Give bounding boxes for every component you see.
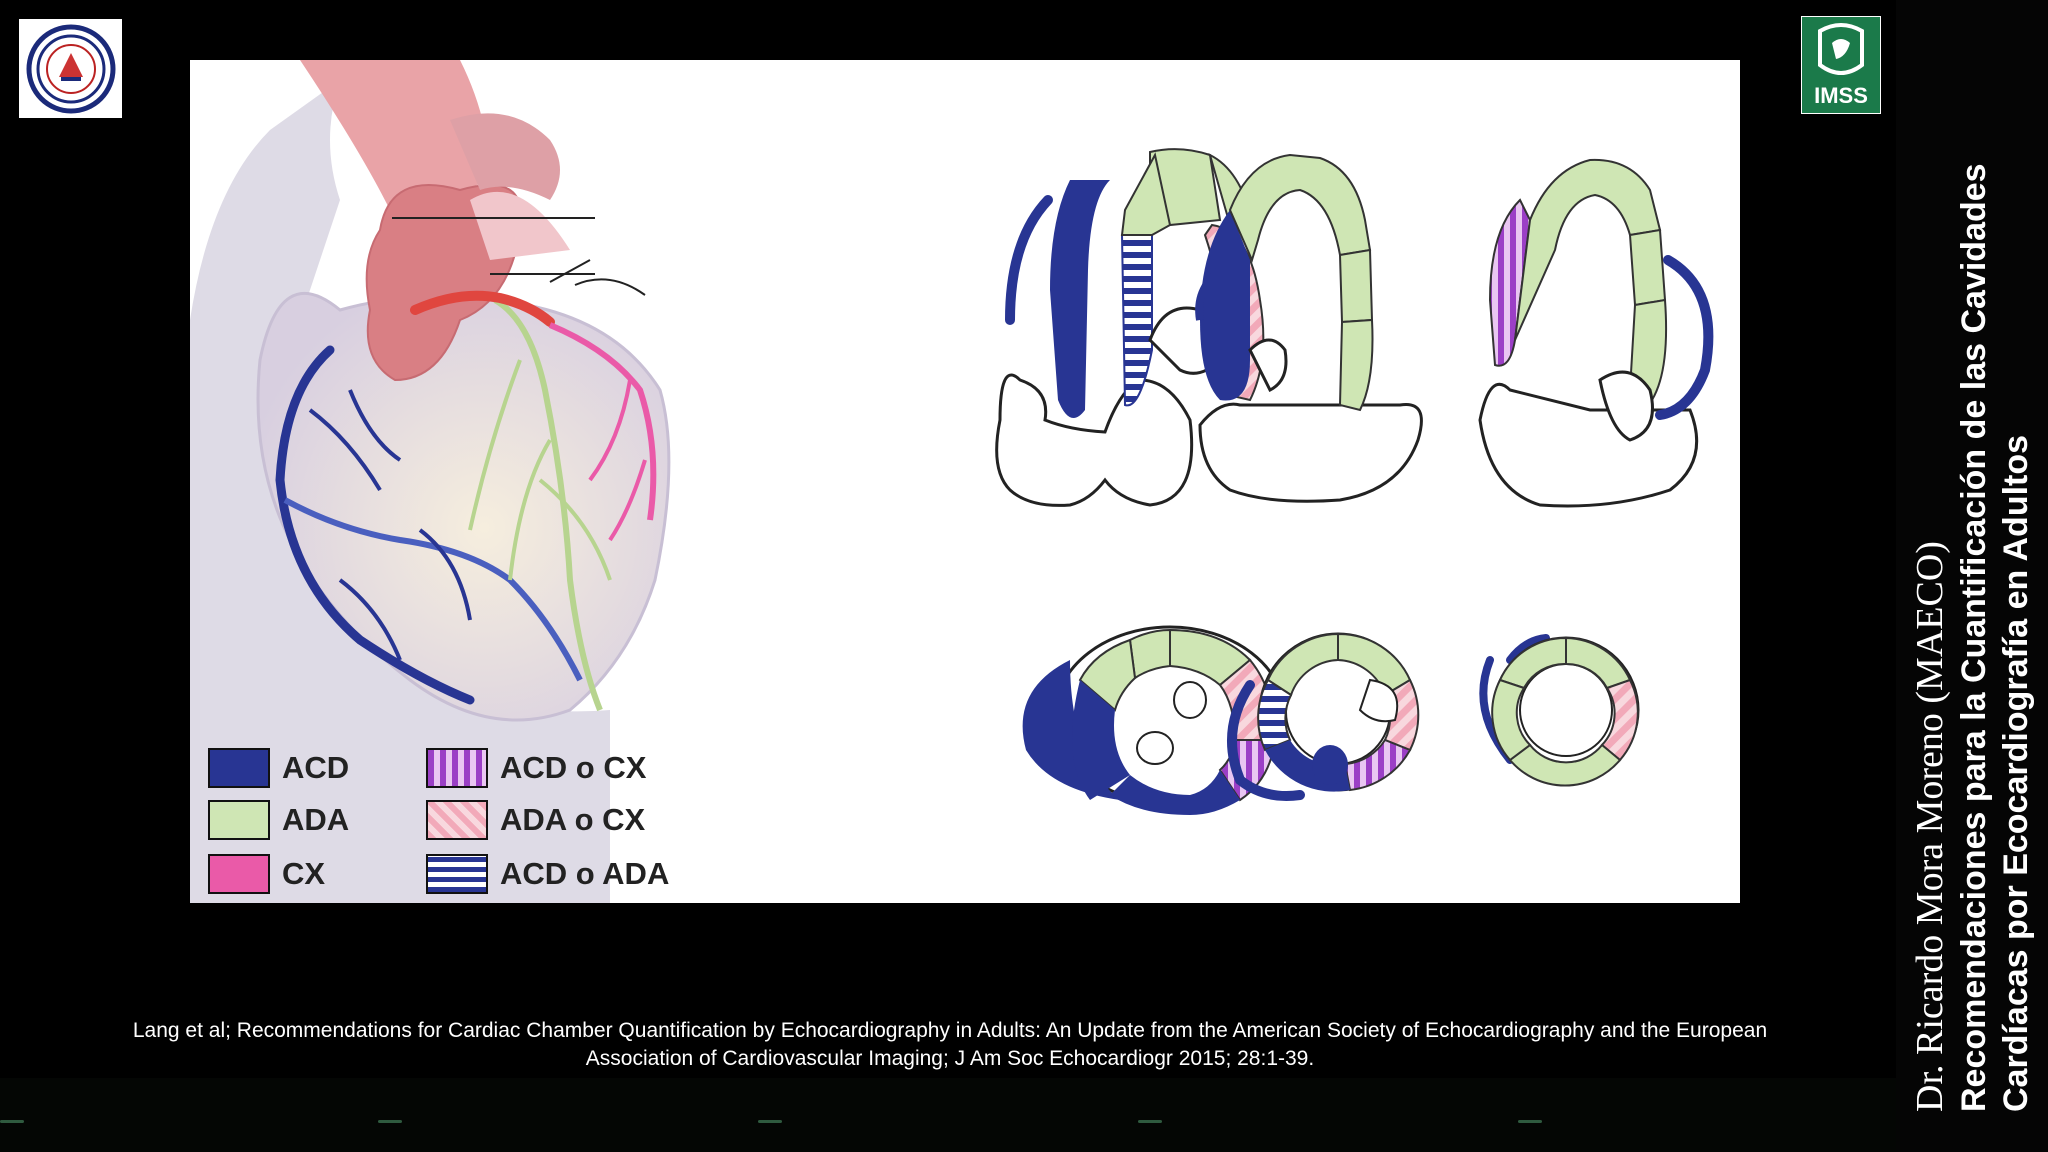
legend-label-ada-o-cx: ADA o CX	[500, 802, 646, 837]
author-name: Dr. Ricardo Mora Moreno (MAECO)	[1909, 541, 1951, 1112]
legend-swatch-acd-o-cx	[426, 748, 488, 788]
coronary-territories-figure	[190, 60, 1714, 903]
strip-mark	[758, 1120, 782, 1123]
strip-mark	[1518, 1120, 1542, 1123]
legend-label-acd-o-ada: ACD o ADA	[500, 856, 670, 891]
presentation-title: Recomendaciones para la Cuantificación d…	[1955, 163, 2035, 1112]
legend-swatch-ada	[208, 800, 270, 840]
legend-item-acd-o-cx: ACD o CX	[426, 748, 646, 788]
apical-two-chamber-view	[1195, 153, 1423, 503]
strip-mark	[378, 1120, 402, 1123]
short-axis-mid-view	[1227, 632, 1420, 801]
short-axis-apical-view	[1479, 634, 1640, 787]
legend-item-acd-o-ada: ACD o ADA	[426, 854, 669, 894]
legend: ACD ADA CX ACD o CX ADA o CX ACD o ADA	[208, 748, 688, 898]
short-axis-basal-view	[1022, 625, 1287, 815]
society-logo	[19, 19, 122, 118]
side-title-block: Dr. Ricardo Mora Moreno (MAECO) Recomend…	[1897, 32, 2047, 1112]
legend-item-acd: ACD	[208, 748, 349, 788]
figure-panel: ACD ADA CX ACD o CX ADA o CX ACD o ADA	[190, 60, 1740, 903]
imss-logo-icon: IMSS	[1802, 17, 1880, 113]
legend-swatch-acd-o-ada	[426, 854, 488, 894]
legend-item-ada-o-cx: ADA o CX	[426, 800, 645, 840]
legend-label-acd-o-cx: ACD o CX	[500, 750, 647, 785]
legend-label-cx: CX	[282, 856, 326, 891]
imss-logo-text: IMSS	[1814, 83, 1868, 108]
legend-swatch-acd	[208, 748, 270, 788]
heart-illustration	[190, 60, 671, 903]
strip-mark	[1138, 1120, 1162, 1123]
legend-item-cx: CX	[208, 854, 325, 894]
legend-item-ada: ADA	[208, 800, 349, 840]
bottom-strip	[0, 1078, 1896, 1152]
citation: Lang et al; Recommendations for Cardiac …	[40, 1017, 1860, 1073]
legend-swatch-cx	[208, 854, 270, 894]
apical-three-chamber-view	[1478, 158, 1714, 508]
legend-label-acd: ACD	[282, 750, 350, 785]
strip-mark	[0, 1120, 24, 1123]
citation-line-1: Lang et al; Recommendations for Cardiac …	[132, 1019, 1768, 1042]
citation-line-2: Association of Cardiovascular Imaging; J…	[585, 1047, 1315, 1070]
side-bar	[1896, 0, 2048, 1152]
legend-swatch-ada-o-cx	[426, 800, 488, 840]
imss-logo: IMSS	[1801, 16, 1881, 114]
echocardiography-society-seal-icon	[26, 24, 115, 113]
legend-label-ada: ADA	[282, 802, 350, 837]
